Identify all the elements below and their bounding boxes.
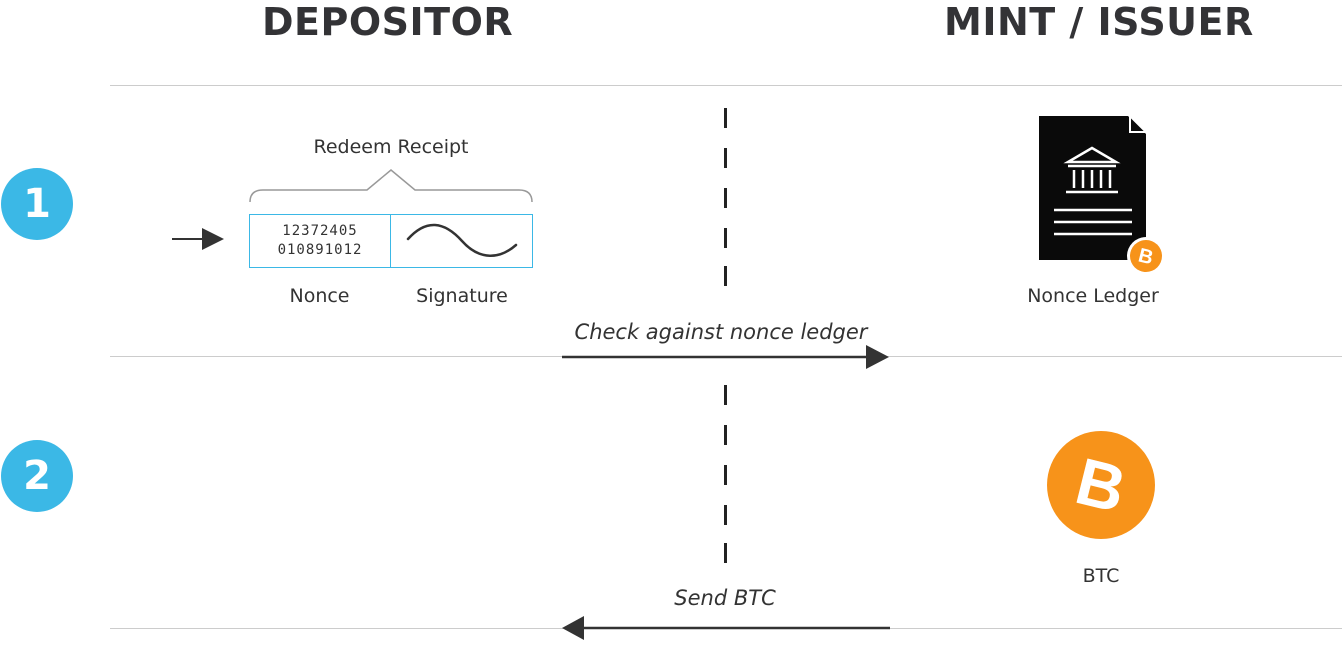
nonce-cell: 12372405 010891012: [250, 215, 391, 267]
redeem-receipt: 12372405 010891012: [249, 214, 533, 268]
btc-label: BTC: [1082, 565, 1120, 587]
nonce-ledger-label: Nonce Ledger: [1027, 285, 1159, 307]
signature-wave-icon: [406, 223, 517, 257]
divider-top: [110, 85, 1342, 86]
receipt-brace: [249, 169, 533, 203]
svg-text:B: B: [1136, 245, 1155, 270]
send-btc-arrow: [562, 616, 890, 640]
nonce-line-1: 12372405: [282, 223, 358, 239]
step-2-badge: 2: [1, 440, 73, 512]
nonce-line-2: 010891012: [277, 242, 363, 258]
redeem-receipt-label: Redeem Receipt: [313, 136, 469, 158]
mint-issuer-title: MINT / ISSUER: [944, 0, 1254, 44]
nonce-label: Nonce: [289, 285, 350, 307]
signature-cell: [391, 215, 532, 267]
depositor-title: DEPOSITOR: [262, 0, 514, 44]
send-btc-label: Send BTC: [674, 586, 776, 610]
step-1-badge: 1: [1, 168, 73, 240]
signature-label: Signature: [416, 285, 508, 307]
arrow-right-icon: [172, 228, 224, 250]
check-arrow-label: Check against nonce ledger: [574, 320, 868, 344]
document-bank-icon: B: [1039, 113, 1165, 275]
check-arrow: [562, 345, 889, 369]
bitcoin-icon: B: [1047, 431, 1155, 539]
